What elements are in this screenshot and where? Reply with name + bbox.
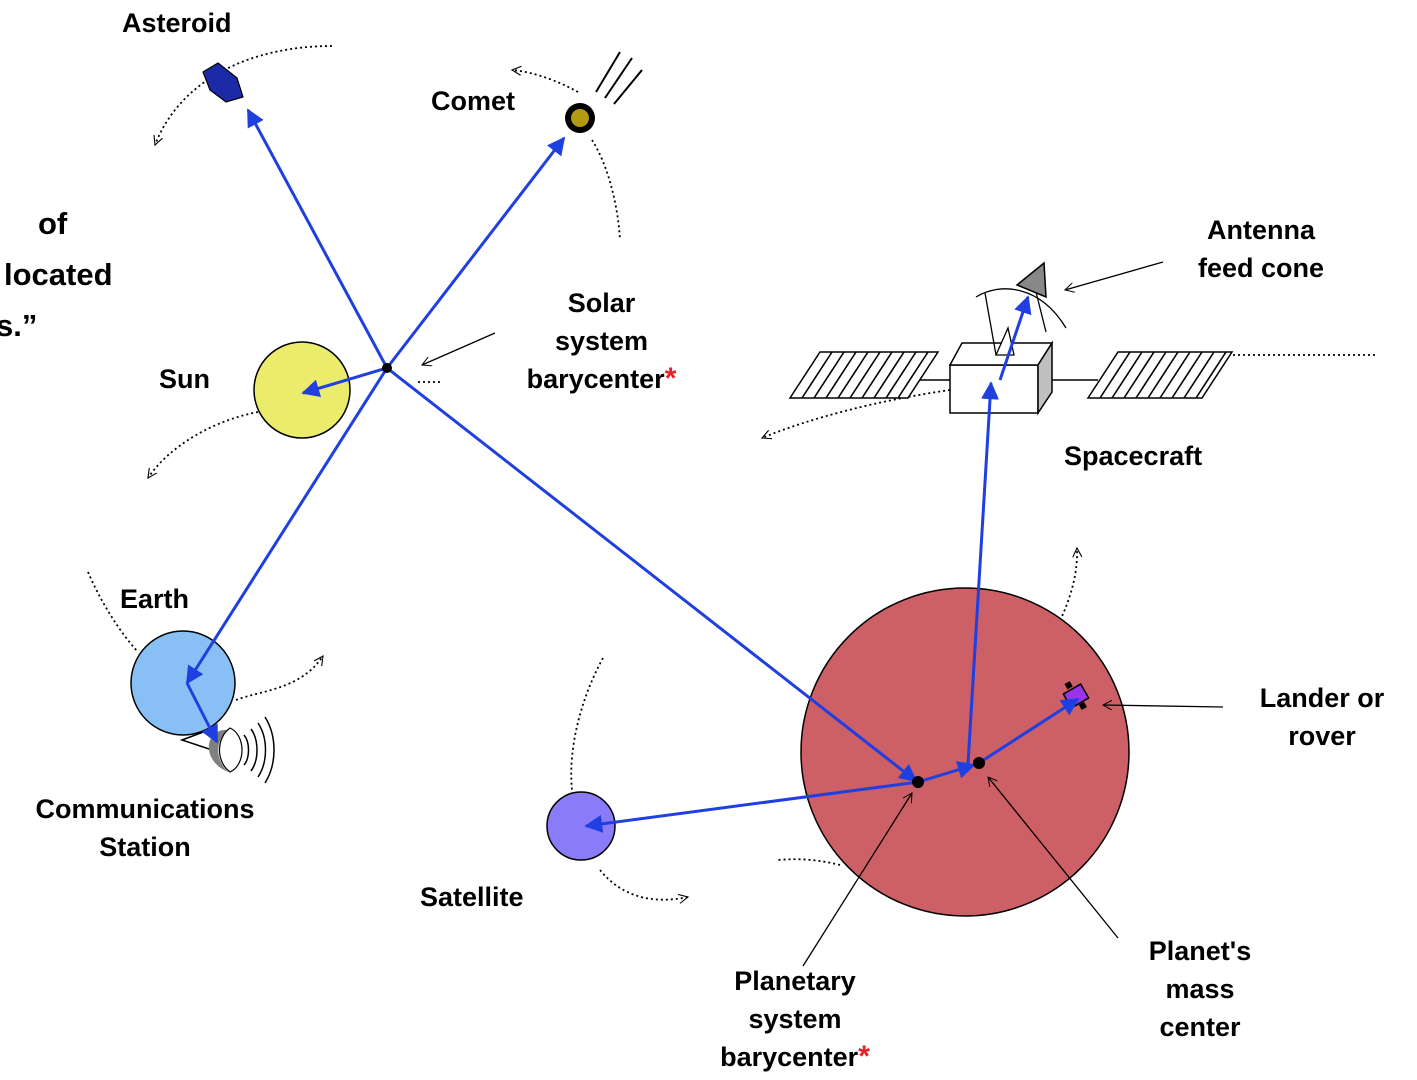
pointer-lander <box>1103 705 1224 707</box>
spacecraft-icon <box>788 261 1234 416</box>
asteroid-icon <box>202 62 244 103</box>
comet-label: Comet <box>431 86 516 116</box>
sun-body <box>253 341 351 439</box>
comm-label-line-2: Station <box>99 832 191 862</box>
vector-mass-center-to-lander <box>978 697 1080 765</box>
annotation-pointers <box>422 261 1224 967</box>
antenna-label-line-1: Antenna <box>1207 215 1315 245</box>
planetary-barycenter-dot <box>912 776 924 788</box>
pointer-antenna <box>1065 261 1164 290</box>
vector-barycenter-to-earth <box>185 367 389 685</box>
pointer-mass-center <box>988 777 1119 939</box>
antenna-feed-cone-label: Antenna feed cone <box>1180 211 1342 287</box>
orbit-arcs <box>87 45 1375 900</box>
vector-planetary-barycenter-to-mass-center <box>917 761 976 784</box>
planetary-label-barycenter: barycenter <box>720 1042 859 1072</box>
solar-system-barycenter-dot <box>382 363 392 373</box>
planetary-label-line-3: barycenter* <box>700 1038 890 1076</box>
asteroid-label: Asteroid <box>122 8 232 38</box>
planetary-label-line-2: system <box>748 1004 842 1034</box>
cropped-text-line-2: located <box>4 257 113 292</box>
vector-earth-to-station <box>185 682 219 744</box>
planet-orbit-arc-top <box>1057 548 1077 626</box>
vector-planetary-barycenter-to-satellite <box>584 780 919 833</box>
comm-label-line-1: Communications <box>35 794 255 824</box>
asteroid-orbit-arc <box>155 45 333 145</box>
earth-label: Earth <box>120 584 190 614</box>
solar-asterisk: * <box>664 362 677 395</box>
lander-label: Lander or rover <box>1240 679 1404 755</box>
planet-mass-center-label: Planet's mass center <box>1120 932 1280 1046</box>
planetary-asterisk: * <box>858 1040 870 1073</box>
mass-center-label-line-2: mass <box>1165 974 1235 1004</box>
spacecraft-orbit-arc-left <box>762 389 951 438</box>
satellite-label: Satellite <box>420 882 524 912</box>
solar-label-line-3: barycenter* <box>514 360 689 398</box>
pointer-solar-barycenter <box>422 332 496 365</box>
sun-orbit-arc-lower <box>147 411 259 478</box>
vector-barycenter-to-asteroid <box>246 108 389 369</box>
comet-icon <box>565 51 643 133</box>
earth-orbit-arc-upper <box>87 571 139 653</box>
solar-system-barycenter-label: Solar system barycenter* <box>514 284 689 398</box>
pointer-planetary-barycenter <box>802 793 912 967</box>
cropped-text-line-1: of <box>38 206 68 241</box>
planetary-label-line-1: Planetary <box>734 966 856 996</box>
vector-solar-to-planetary-barycenter <box>386 366 918 783</box>
comet-orbit-arc-lower <box>591 139 621 241</box>
vector-barycenter-to-comet <box>385 136 566 369</box>
mass-center-label-line-1: Planet's <box>1148 936 1252 966</box>
spacecraft-label: Spacecraft <box>1064 441 1203 471</box>
planetary-system-barycenter-label: Planetary system barycenter* <box>700 962 890 1076</box>
satellite-orbit-arc-lower <box>599 869 688 900</box>
comet-orbit-arc-upper <box>512 70 579 93</box>
cropped-text-line-3: s.” <box>0 308 38 343</box>
sun-label: Sun <box>159 364 210 394</box>
vector-mass-center-to-spacecraft <box>966 381 1000 765</box>
satellite-body <box>546 791 616 861</box>
antenna-label-line-2: feed cone <box>1197 253 1325 283</box>
lander-label-line-2: rover <box>1288 721 1356 751</box>
satellite-orbit-arc-upper <box>570 657 604 791</box>
planet-mass-center-dot <box>973 757 985 769</box>
position-vectors <box>185 108 1080 833</box>
earth-orbit-arc-right <box>235 656 324 701</box>
lander-label-line-1: Lander or <box>1259 683 1385 713</box>
planet-body <box>800 587 1130 917</box>
solar-label-line-1: Solar <box>567 288 636 318</box>
communications-station-label: Communications Station <box>14 790 276 866</box>
vector-spacecraft-to-antenna <box>998 295 1032 381</box>
vector-barycenter-to-sun <box>301 366 388 398</box>
earth-body <box>130 630 236 736</box>
mass-center-label-line-3: center <box>1159 1012 1241 1042</box>
planet-orbit-arc-left <box>777 858 841 866</box>
solar-label-barycenter: barycenter <box>526 364 665 394</box>
solar-label-line-2: system <box>554 326 649 356</box>
